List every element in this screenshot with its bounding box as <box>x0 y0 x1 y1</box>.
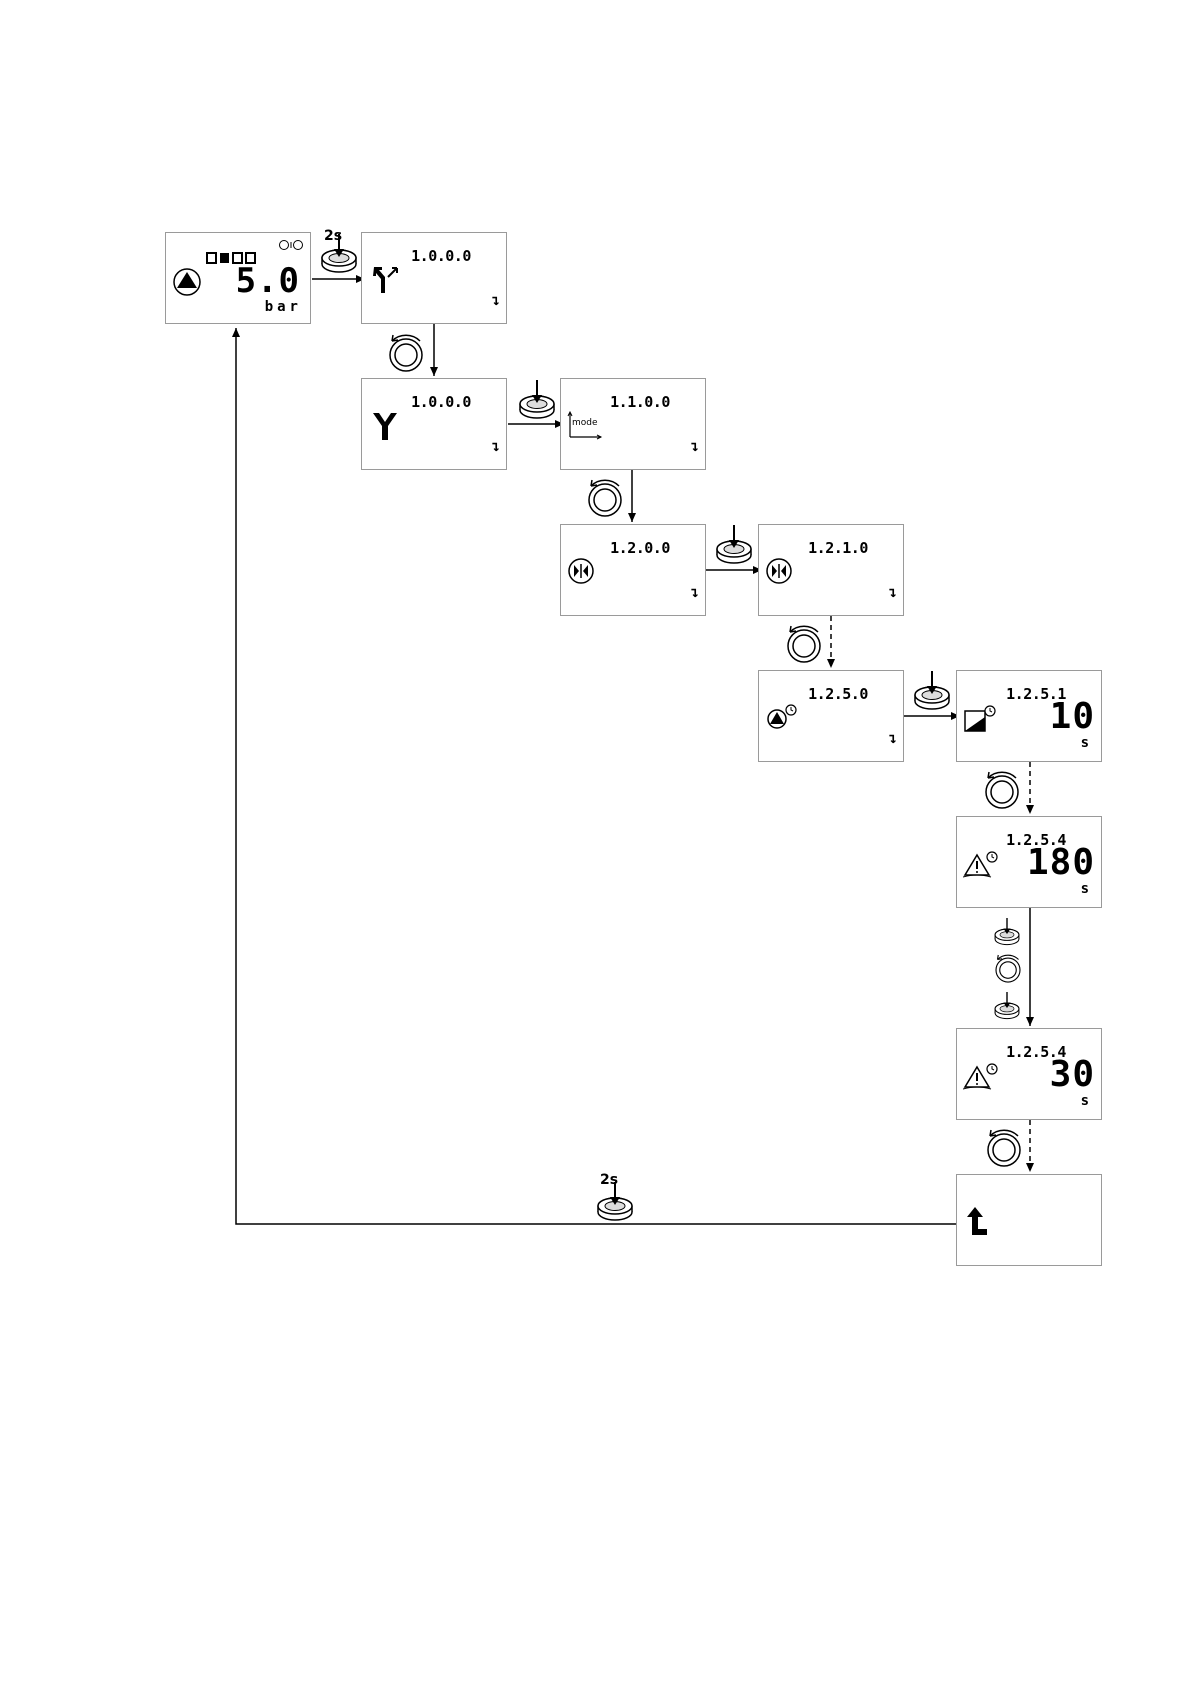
rotate-knob-icon <box>788 626 820 662</box>
setting-unit: s <box>1081 1093 1093 1109</box>
enter-glyph: ↴ <box>491 437 500 455</box>
enter-glyph: ↴ <box>690 583 699 601</box>
press-button-icon <box>995 918 1019 945</box>
screen-1-1-0-0: 1.1.0.0 mode ↴ <box>560 378 706 470</box>
menu-code: 1.2.0.0 <box>561 539 705 557</box>
setting-unit: s <box>1081 735 1093 751</box>
setting-unit: s <box>1081 881 1093 897</box>
pump-icon <box>172 267 202 297</box>
mode-label: mode <box>572 418 598 428</box>
hold-time-label: 2s <box>600 1172 618 1188</box>
hold-time-label: 2s <box>324 228 342 244</box>
twin-pump-icon <box>765 557 793 585</box>
setting-value: 180 <box>1027 845 1095 881</box>
press-button-icon <box>915 671 949 709</box>
home-pressure-unit: bar <box>265 299 302 315</box>
enter-glyph: ↴ <box>888 583 897 601</box>
rotate-knob-icon <box>589 480 621 516</box>
screen-1-0-0-0-a: 1.0.0.0 ↴ <box>361 232 507 324</box>
enter-glyph: ↴ <box>888 729 897 747</box>
screen-home: 5.0 bar <box>165 232 311 324</box>
settings-fork-icon <box>368 263 402 297</box>
screen-back <box>956 1174 1102 1266</box>
rotate-knob-icon <box>390 335 422 371</box>
pump-timer-icon <box>765 703 799 731</box>
warning-timer-icon <box>963 851 999 879</box>
screen-1-2-5-1: 1.2.5.1 10 s <box>956 670 1102 762</box>
setting-value: 30 <box>1050 1057 1095 1093</box>
twin-pump-status-icon <box>278 239 306 251</box>
menu-code: 1.2.5.0 <box>759 685 903 703</box>
rotate-knob-icon <box>996 955 1020 982</box>
back-arrow-icon <box>965 1205 991 1239</box>
screen-1-2-5-4-a: 1.2.5.4 180 s <box>956 816 1102 908</box>
rotate-knob-icon <box>988 1130 1020 1166</box>
enter-glyph: ↴ <box>491 291 500 309</box>
enter-glyph: ↴ <box>690 437 699 455</box>
menu-code: 1.1.0.0 <box>561 393 705 411</box>
warning-timer-icon <box>963 1063 999 1091</box>
twin-pump-icon <box>567 557 595 585</box>
screen-1-2-5-4-b: 1.2.5.4 30 s <box>956 1028 1102 1120</box>
press-button-icon <box>995 992 1019 1019</box>
screen-1-2-5-0: 1.2.5.0 ↴ <box>758 670 904 762</box>
ramp-timer-icon <box>963 705 997 733</box>
screen-1-0-0-0-b: 1.0.0.0 ↴ <box>361 378 507 470</box>
menu-code: 1.2.1.0 <box>759 539 903 557</box>
press-button-icon <box>520 380 554 418</box>
screen-1-2-1-0: 1.2.1.0 ↴ <box>758 524 904 616</box>
home-pressure-value: 5.0 <box>236 263 300 299</box>
screen-1-2-0-0: 1.2.0.0 ↴ <box>560 524 706 616</box>
settings-fork-icon <box>370 409 400 443</box>
press-button-icon <box>717 525 751 563</box>
rotate-knob-icon <box>986 772 1018 808</box>
setting-value: 10 <box>1050 699 1095 735</box>
